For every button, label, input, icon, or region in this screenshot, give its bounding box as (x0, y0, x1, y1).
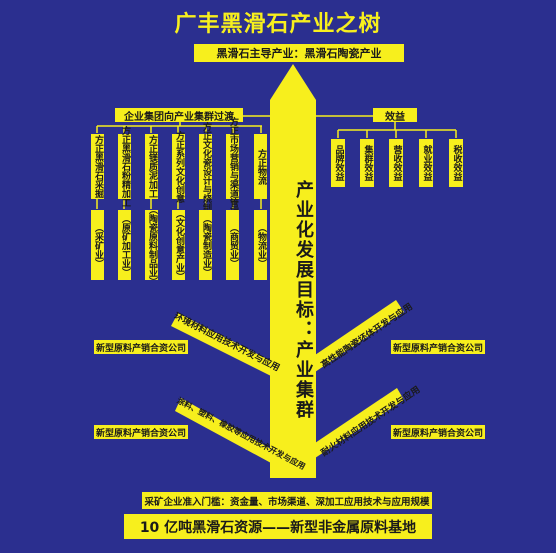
company-box-left-lower: 新型原料产销合资公司 (94, 425, 188, 439)
left-group-header: 企业集团向产业集群过渡 (115, 108, 243, 123)
right-group-header: 效益 (373, 108, 417, 123)
right-item-3: 就业效益 (419, 139, 433, 187)
branch-left-upper (171, 313, 271, 376)
left-column-2: 方正镁质泥加工 (145, 134, 158, 199)
company-box-right-upper: 新型原料产销合资公司 (391, 340, 485, 354)
right-item-0: 品牌效益 (331, 139, 345, 187)
left-tag-3: （文化创意产业） (172, 209, 185, 281)
branch-right-upper (315, 300, 404, 372)
left-column-1: 方正黑滑石粉精加工 (118, 126, 131, 207)
company-box-right-lower: 新型原料产销合资公司 (391, 425, 485, 439)
left-tag-4: （陶瓷制造业） (199, 210, 212, 280)
left-tag-5: （商贸业） (226, 210, 239, 280)
left-column-3: 方正系列文化创意 (172, 130, 185, 203)
left-tag-1: （原矿加工业） (118, 210, 131, 280)
branch-right-lower (315, 388, 404, 458)
diagram-title: 广丰黑滑石产业之树 (174, 12, 382, 37)
trunk (270, 64, 316, 478)
entry-threshold-box: 采矿企业准入门槛：资金量、市场渠道、深加工应用技术与应用规模 (142, 492, 432, 509)
branch-left-lower (175, 398, 271, 463)
trunk-goal-text: 产业化发展目标：产业集群 (293, 180, 314, 420)
left-column-0: 方正黑滑石采掘 (91, 134, 104, 199)
right-item-1: 集群效益 (360, 139, 374, 187)
left-tag-0: （采矿业） (91, 210, 104, 280)
left-tag-2: （陶瓷原料制品业） (145, 204, 158, 286)
left-tag-6: （物流业） (254, 210, 267, 280)
right-item-4: 税收效益 (449, 139, 463, 187)
left-column-4: 方正文化瓷设计与烧制 (199, 121, 212, 212)
left-column-6: 方正物流 (254, 134, 267, 199)
left-column-5: 方正市场营销与渠道管理 (226, 117, 239, 216)
company-box-left-upper: 新型原料产销合资公司 (94, 340, 188, 354)
top-box: 黑滑石主导产业：黑滑石陶瓷产业 (194, 44, 404, 62)
base-resource-box: 10 亿吨黑滑石资源——新型非金属原料基地 (124, 514, 432, 539)
right-item-2: 营收效益 (389, 139, 403, 187)
